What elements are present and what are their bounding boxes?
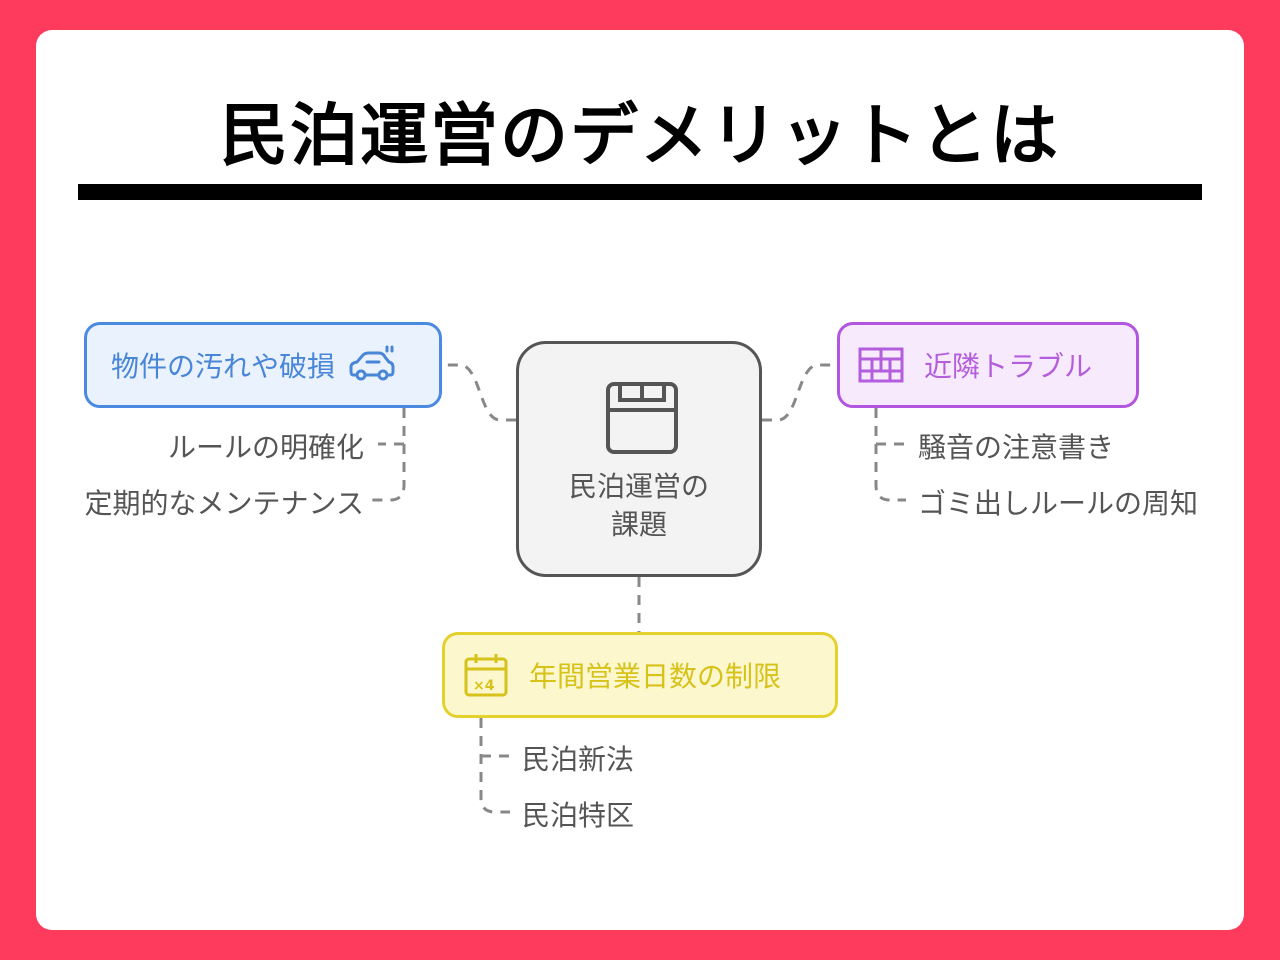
center-label: 民泊運営の 課題 [568,470,709,541]
leaf-new-minpaku-law: 民泊新法 [522,743,635,776]
branch-label: 物件の汚れや破損 [111,350,336,383]
building-wall-icon [858,347,904,383]
leaf-minpaku-special-zone: 民泊特区 [522,799,635,832]
leaf-regular-maintenance: 定期的なメンテナンス [84,487,364,520]
calendar-x4-icon: ×4 [464,654,508,697]
branch-node-neighbor-trouble[interactable]: 近隣トラブル [837,322,1139,408]
title-underline [78,184,1202,200]
page-title: 民泊運営のデメリットとは [219,97,1060,176]
center-node: 民泊運営の 課題 [516,341,762,577]
bed-icon [606,382,678,454]
branch-node-property-damage[interactable]: 物件の汚れや破損 [84,322,442,408]
leaf-garbage-rules: ゴミ出しルールの周知 [918,487,1199,520]
car-wash-icon [349,345,395,381]
branch-label: 近隣トラブル [924,350,1093,383]
leaf-rule-clarification: ルールの明確化 [167,431,364,464]
branch-node-operating-days-limit[interactable]: ×4 年間営業日数の制限 [442,632,838,718]
branch-label: 年間営業日数の制限 [529,660,782,693]
leaf-noise-notice: 騒音の注意書き [918,431,1115,464]
svg-text:×4: ×4 [473,678,495,694]
